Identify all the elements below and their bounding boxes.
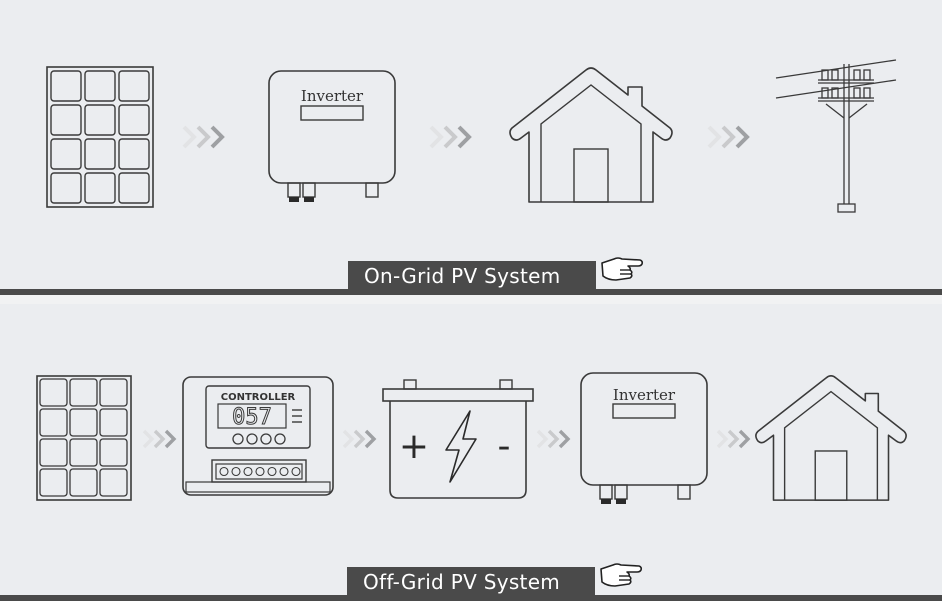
inverter-icon: Inverter bbox=[268, 70, 396, 202]
battery-plus: + bbox=[399, 426, 429, 467]
pointing-hand-icon bbox=[601, 257, 644, 281]
battery-minus: - bbox=[498, 426, 511, 467]
panel-divider bbox=[0, 289, 942, 295]
solar-panel-icon bbox=[46, 66, 154, 208]
off-grid-caption: Off-Grid PV System bbox=[347, 567, 595, 597]
panel-divider bbox=[0, 595, 942, 601]
charge-controller-icon: CONTROLLER 057 bbox=[182, 376, 334, 496]
controller-display: 057 bbox=[232, 405, 272, 430]
power-pole-icon bbox=[775, 59, 897, 213]
inverter-label: Inverter bbox=[301, 87, 364, 105]
pointing-hand-icon bbox=[600, 563, 643, 587]
triple-chevron-right-icon bbox=[429, 125, 472, 149]
battery-icon: + - bbox=[382, 379, 534, 499]
triple-chevron-right-icon bbox=[536, 429, 571, 449]
house-icon bbox=[755, 375, 907, 501]
inverter-label: Inverter bbox=[613, 386, 676, 404]
on-grid-caption: On-Grid PV System bbox=[348, 261, 596, 291]
inverter-icon: Inverter bbox=[580, 372, 708, 504]
controller-label: CONTROLLER bbox=[221, 392, 296, 403]
solar-panel-icon bbox=[36, 375, 132, 501]
house-icon bbox=[509, 67, 673, 203]
triple-chevron-right-icon bbox=[707, 125, 750, 149]
triple-chevron-right-icon bbox=[182, 125, 225, 149]
triple-chevron-right-icon bbox=[142, 429, 177, 449]
on-grid-panel bbox=[0, 0, 942, 290]
triple-chevron-right-icon bbox=[342, 429, 377, 449]
triple-chevron-right-icon bbox=[716, 429, 751, 449]
